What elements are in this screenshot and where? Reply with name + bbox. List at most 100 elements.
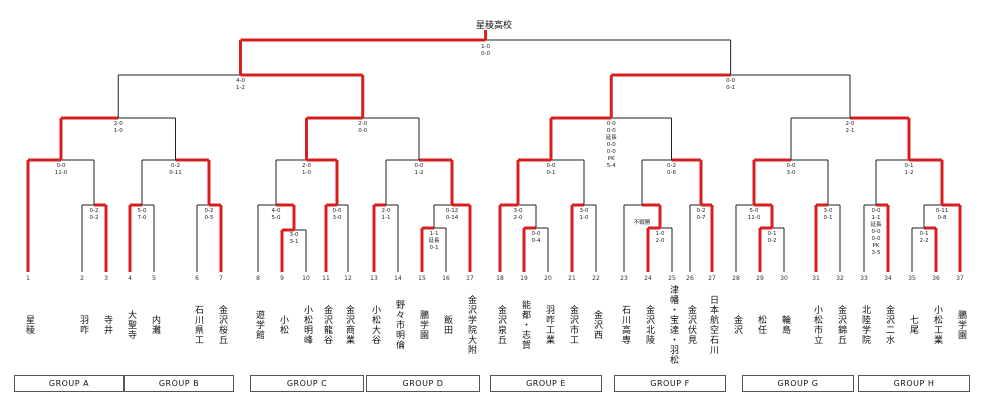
team-number: 10: [302, 275, 310, 282]
score-line: 1-2: [904, 170, 914, 176]
team-name: 遊学館: [254, 310, 264, 340]
team-number: 24: [644, 275, 652, 282]
team-name: 飯田: [442, 315, 452, 335]
team-name: 小松明峰: [302, 305, 312, 345]
team-number: 21: [568, 275, 576, 282]
team-name: 金沢市工: [568, 305, 578, 345]
team-name: 輪島: [780, 315, 790, 335]
score-line: 5-0: [137, 208, 147, 214]
score-line: 0-0: [726, 78, 736, 84]
score-line: 2-0: [513, 215, 523, 221]
score-line: 5-4: [606, 163, 616, 169]
team-number: 13: [370, 275, 378, 282]
team-name: 内灘: [150, 315, 160, 335]
team-number: 28: [732, 275, 740, 282]
score-line: 1-0: [481, 44, 491, 50]
team-number: 3: [104, 275, 108, 282]
score-line: 0-2: [696, 208, 706, 214]
score-line: 2-0: [113, 121, 123, 127]
score-line: 0-0: [871, 229, 881, 235]
team-name: 鵬学園: [418, 310, 428, 340]
score-line: 3-0: [786, 170, 796, 176]
score-line: 0-1: [767, 231, 777, 237]
team-name: 金沢商業: [344, 305, 354, 345]
score-line: 延長: [605, 135, 617, 141]
team-name: 羽咋工業: [544, 305, 554, 345]
team-number: 14: [394, 275, 402, 282]
score-line: 0-11: [935, 208, 949, 214]
team-number: 16: [442, 275, 450, 282]
team-number: 27: [708, 275, 716, 282]
score-line: 0-1: [429, 245, 439, 251]
team-name: 北陸学院: [860, 305, 870, 345]
score-line: 0-1: [726, 85, 736, 91]
team-name: 能都・志賀: [520, 300, 530, 350]
team-name: 小松工業: [932, 305, 942, 345]
team-number: 15: [418, 275, 426, 282]
team-number: 12: [344, 275, 352, 282]
score-line: 0-4: [531, 238, 541, 244]
score-line: 3-0: [332, 215, 342, 221]
team-number: 8: [256, 275, 260, 282]
score-line: 0-0: [786, 163, 796, 169]
score-line: 1-2: [414, 170, 424, 176]
score-line: 0-0: [56, 163, 66, 169]
score-line: 5-0: [271, 215, 281, 221]
score-line: 0-0: [871, 208, 881, 214]
team-name: 津幡・宝達・羽松: [668, 285, 678, 365]
score-line: 1-0: [113, 128, 123, 134]
group-label: GROUP H: [858, 375, 970, 392]
score-line: 5-0: [749, 208, 759, 214]
group-label: GROUP D: [366, 375, 480, 392]
score-line: 3-0: [513, 208, 523, 214]
score-line: 2-0: [381, 208, 391, 214]
score-line: 2-2: [919, 238, 929, 244]
team-name: 金沢: [732, 315, 742, 335]
team-name: 小松大谷: [370, 305, 380, 345]
score-line: 延長: [870, 222, 882, 228]
team-number: 23: [620, 275, 628, 282]
champion-title: 星稜高校: [475, 21, 512, 31]
group-label: GROUP C: [250, 375, 364, 392]
team-name: 大聖寺: [126, 310, 136, 340]
team-name: 金沢二水: [884, 305, 894, 345]
team-name: 石川高専: [620, 305, 630, 345]
score-line: 0-11: [169, 170, 182, 176]
score-line: 0-2: [767, 238, 777, 244]
score-line: 4-0: [271, 208, 281, 214]
team-number: 18: [496, 275, 504, 282]
team-name: 金沢龍谷: [322, 305, 332, 345]
score-line: 3-1: [289, 239, 299, 245]
team-number: 2: [80, 275, 84, 282]
score-line: 7-0: [137, 215, 147, 221]
score-line: 0-2: [89, 208, 99, 214]
team-name: 石川県工: [193, 305, 203, 345]
team-name: 小松: [278, 315, 288, 335]
score-line: 1-0: [579, 215, 589, 221]
score-line: 0-2: [204, 208, 214, 214]
team-name: 金沢錦丘: [836, 305, 846, 345]
team-name: 羽咋: [78, 315, 88, 335]
score-line: 0-1: [904, 163, 914, 169]
team-number: 17: [466, 275, 474, 282]
score-line: 0-1: [823, 215, 833, 221]
score-line: 0-0: [546, 163, 556, 169]
